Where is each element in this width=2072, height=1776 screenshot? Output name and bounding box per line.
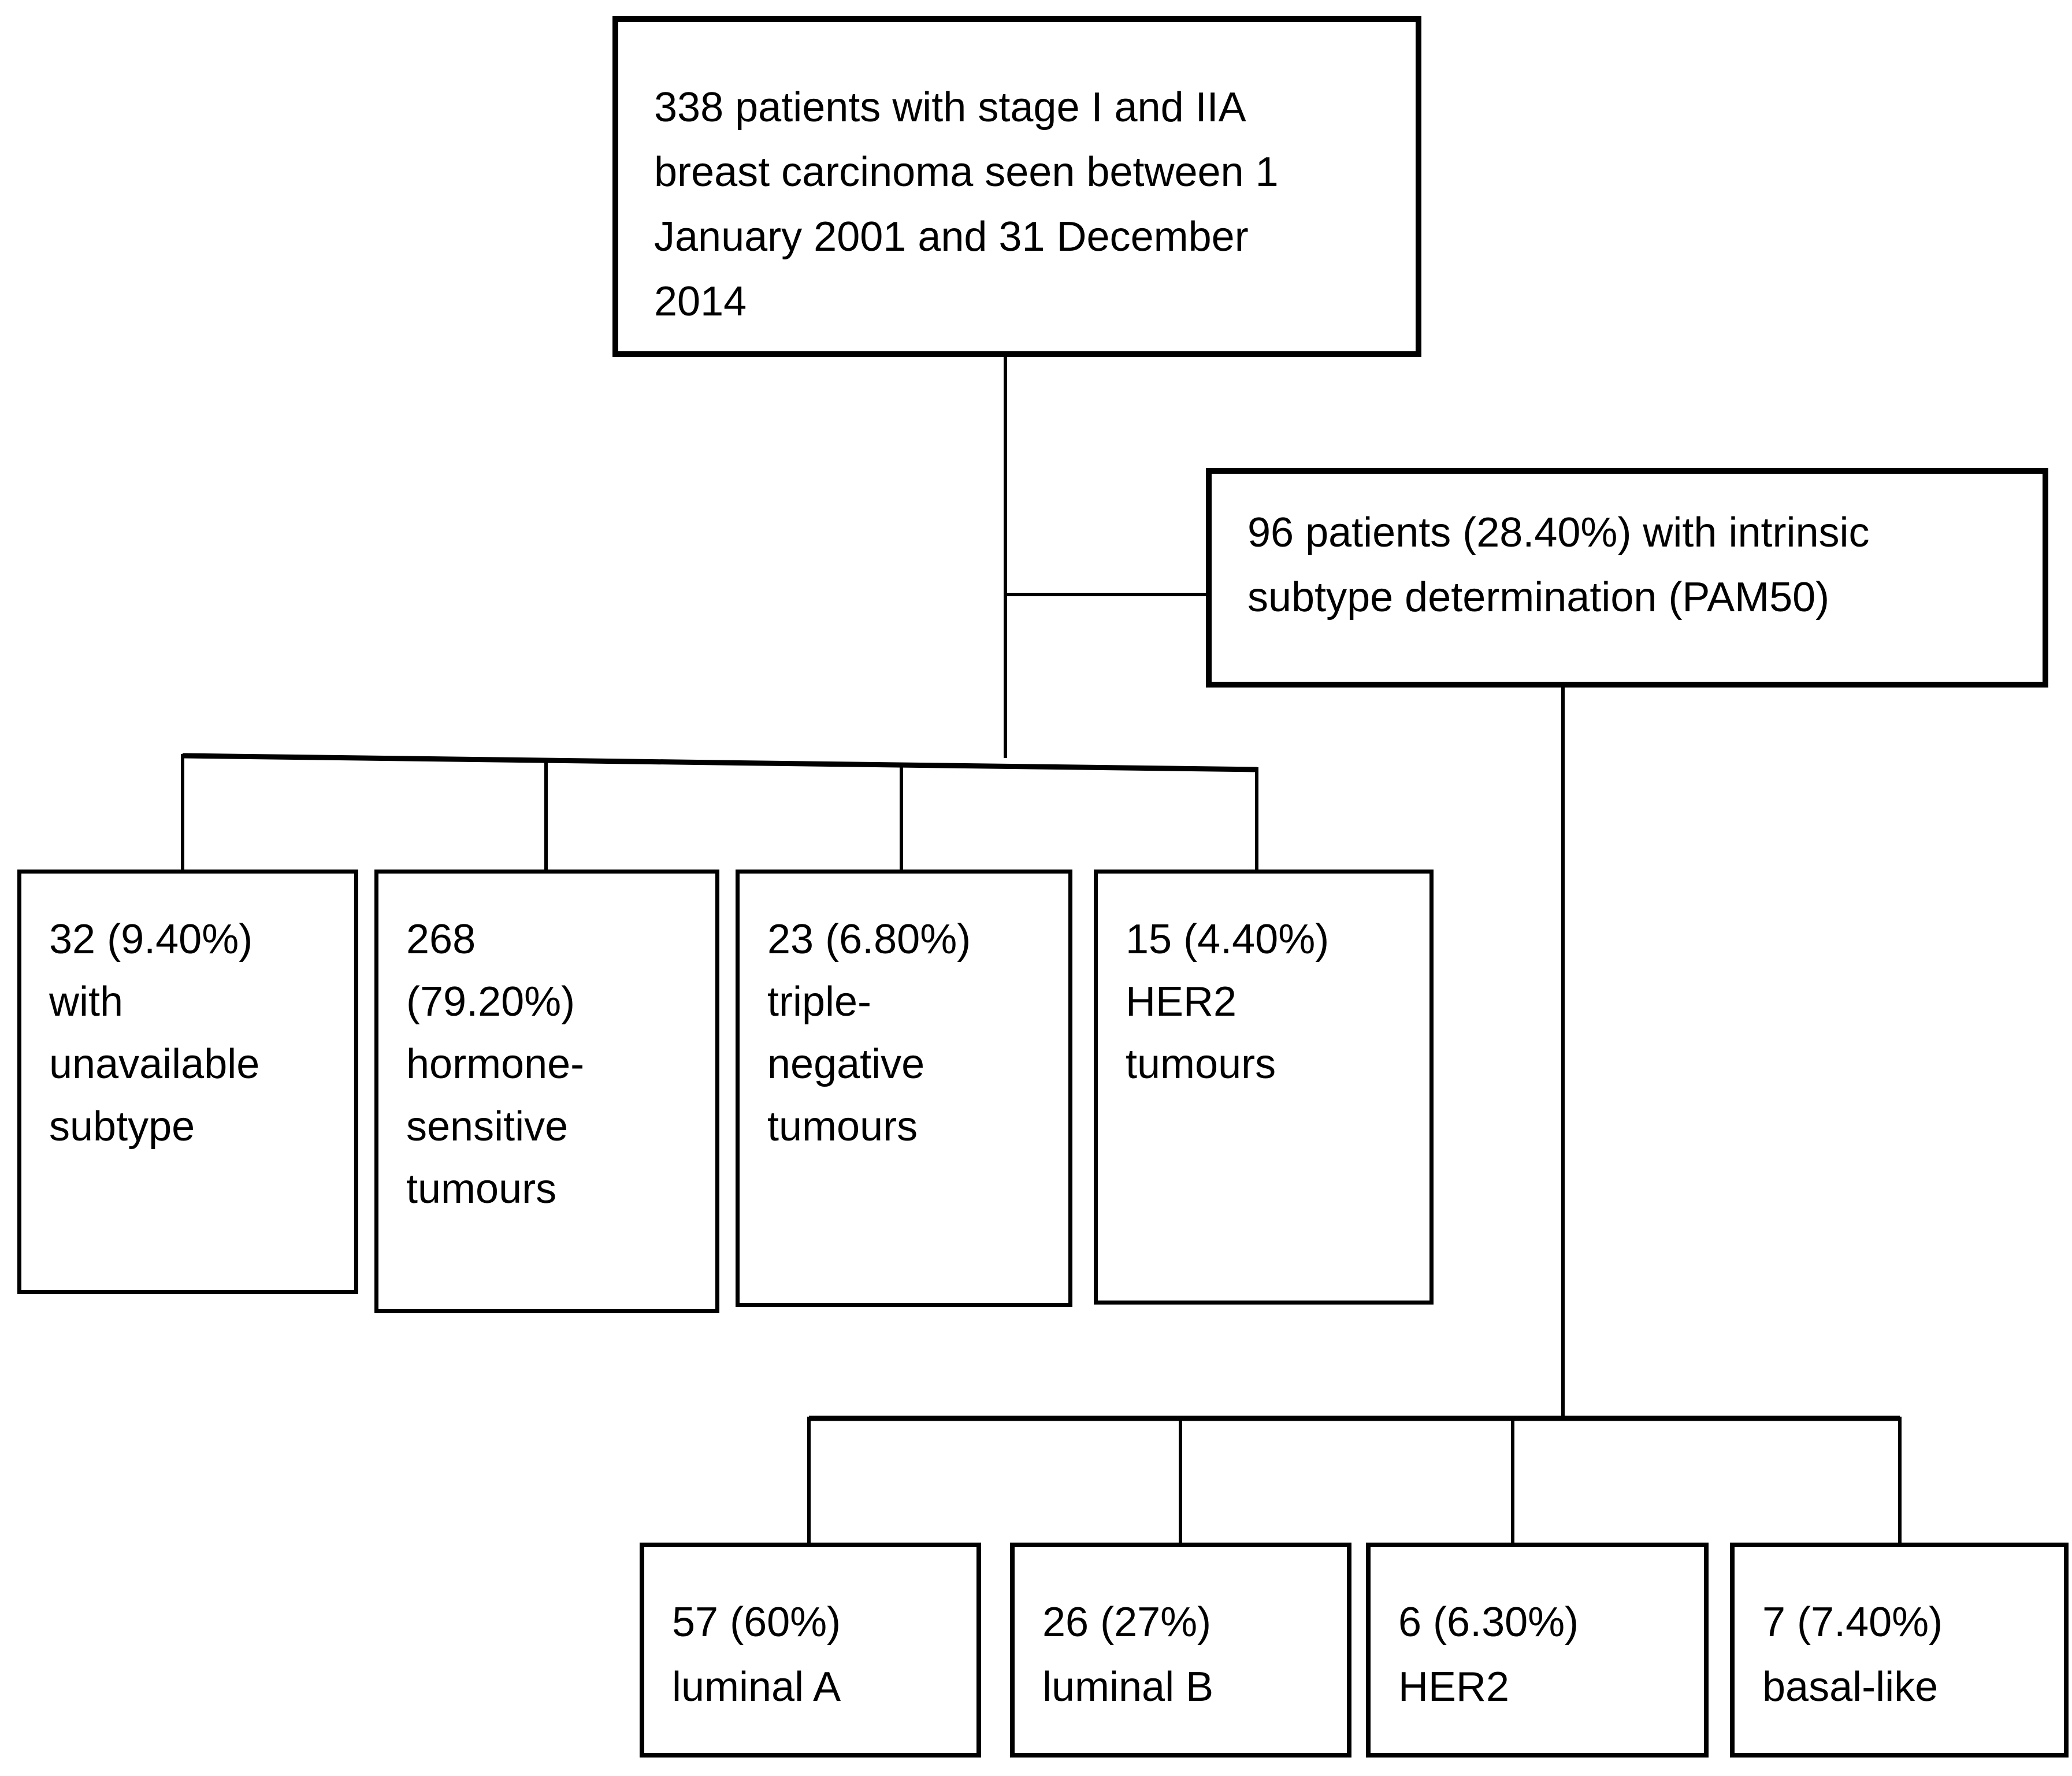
box-luminal-b-label: 26 (27%) luminal B (1042, 1599, 1214, 1710)
box-triple-label: 23 (6.80%) triple- negative tumours (767, 916, 971, 1150)
box-luminal-b: 26 (27%) luminal B (1010, 1543, 1351, 1758)
box-total-patients-label: 338 patients with stage I and IIA breast… (654, 84, 1279, 325)
box-luminal-a: 57 (60%) luminal A (640, 1543, 981, 1758)
box-basal-like: 7 (7.40%) basal-like (1730, 1543, 2069, 1758)
box-her2-pam50: 6 (6.30%) HER2 (1366, 1543, 1709, 1758)
box-her2-pam50-label: 6 (6.30%) HER2 (1398, 1599, 1579, 1710)
connector-tier1-rake (182, 753, 1257, 772)
box-hormone-label: 268 (79.20%) hormone- sensitive tumours (406, 916, 585, 1212)
box-luminal-a-label: 57 (60%) luminal A (672, 1599, 841, 1710)
box-hormone-sensitive-tumours: 268 (79.20%) hormone- sensitive tumours (374, 870, 719, 1313)
box-pam50-label: 96 patients (28.40%) with intrinsic subt… (1247, 510, 1870, 621)
box-unavailable-subtype: 32 (9.40%) with unavailable subtype (17, 870, 358, 1294)
box-total-patients: 338 patients with stage I and IIA breast… (612, 16, 1421, 357)
box-unavailable-label: 32 (9.40%) with unavailable subtype (49, 916, 260, 1150)
box-her2-label: 15 (4.40%) HER2 tumours (1126, 916, 1330, 1087)
box-basal-like-label: 7 (7.40%) basal-like (1762, 1599, 1943, 1710)
box-her2-tumours: 15 (4.40%) HER2 tumours (1094, 870, 1434, 1305)
box-triple-negative-tumours: 23 (6.80%) triple- negative tumours (736, 870, 1072, 1307)
box-pam50-subtype-determination: 96 patients (28.40%) with intrinsic subt… (1206, 468, 2048, 688)
